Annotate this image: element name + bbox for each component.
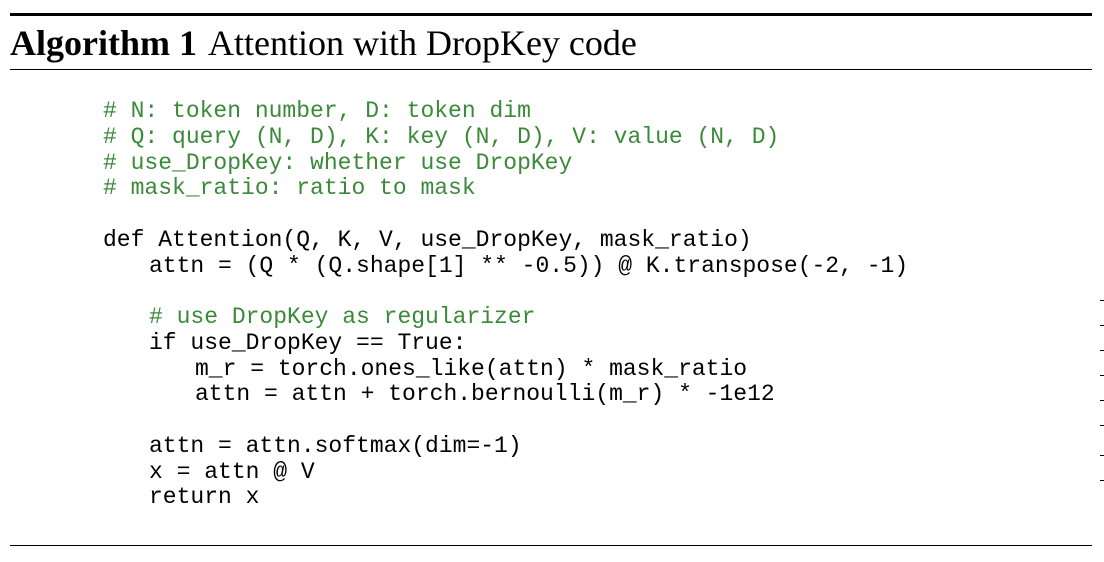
margin-mark [1100,425,1104,426]
code-block: # N: token number, D: token dim # Q: que… [10,70,1092,545]
margin-mark [1100,350,1104,351]
code-line-comment-dims: # N: token number, D: token dim [103,98,531,124]
code-line-mask: m_r = torch.ones_like(attn) * mask_ratio [195,356,748,382]
code-line-comment-mask-ratio: # mask_ratio: ratio to mask [103,175,476,201]
top-rule [10,13,1092,16]
algorithm-box: Algorithm 1 Attention with DropKey code … [10,13,1092,546]
code-line-def: def Attention(Q, K, V, use_DropKey, mask… [103,227,752,253]
algorithm-caption: Algorithm 1 Attention with DropKey code [10,16,1092,69]
margin-mark [1100,375,1104,376]
code-line-attn-scores: attn = (Q * (Q.shape[1] ** -0.5)) @ K.tr… [149,253,909,279]
algorithm-label: Algorithm 1 [10,22,197,63]
code-line-comment-use-dropkey: # use_DropKey: whether use DropKey [103,150,573,176]
margin-text-fragment [1100,300,1104,510]
code-line-softmax: attn = attn.softmax(dim=-1) [149,433,522,459]
caption-rule [10,69,1092,70]
margin-mark [1100,325,1104,326]
bottom-rule [10,545,1092,546]
code-line-comment-qkv: # Q: query (N, D), K: key (N, D), V: val… [103,124,780,150]
code-line-return: return x [149,484,260,510]
code-line-comment-regularizer: # use DropKey as regularizer [149,304,536,330]
margin-mark [1100,480,1104,481]
margin-mark [1100,455,1104,456]
code-line-output: x = attn @ V [149,459,315,485]
code-line-if: if use_DropKey == True: [149,330,467,356]
margin-mark [1100,400,1104,401]
algorithm-title: Attention with DropKey code [207,22,637,63]
margin-mark [1100,300,1104,301]
code-line-bernoulli: attn = attn + torch.bernoulli(m_r) * -1e… [195,381,775,407]
